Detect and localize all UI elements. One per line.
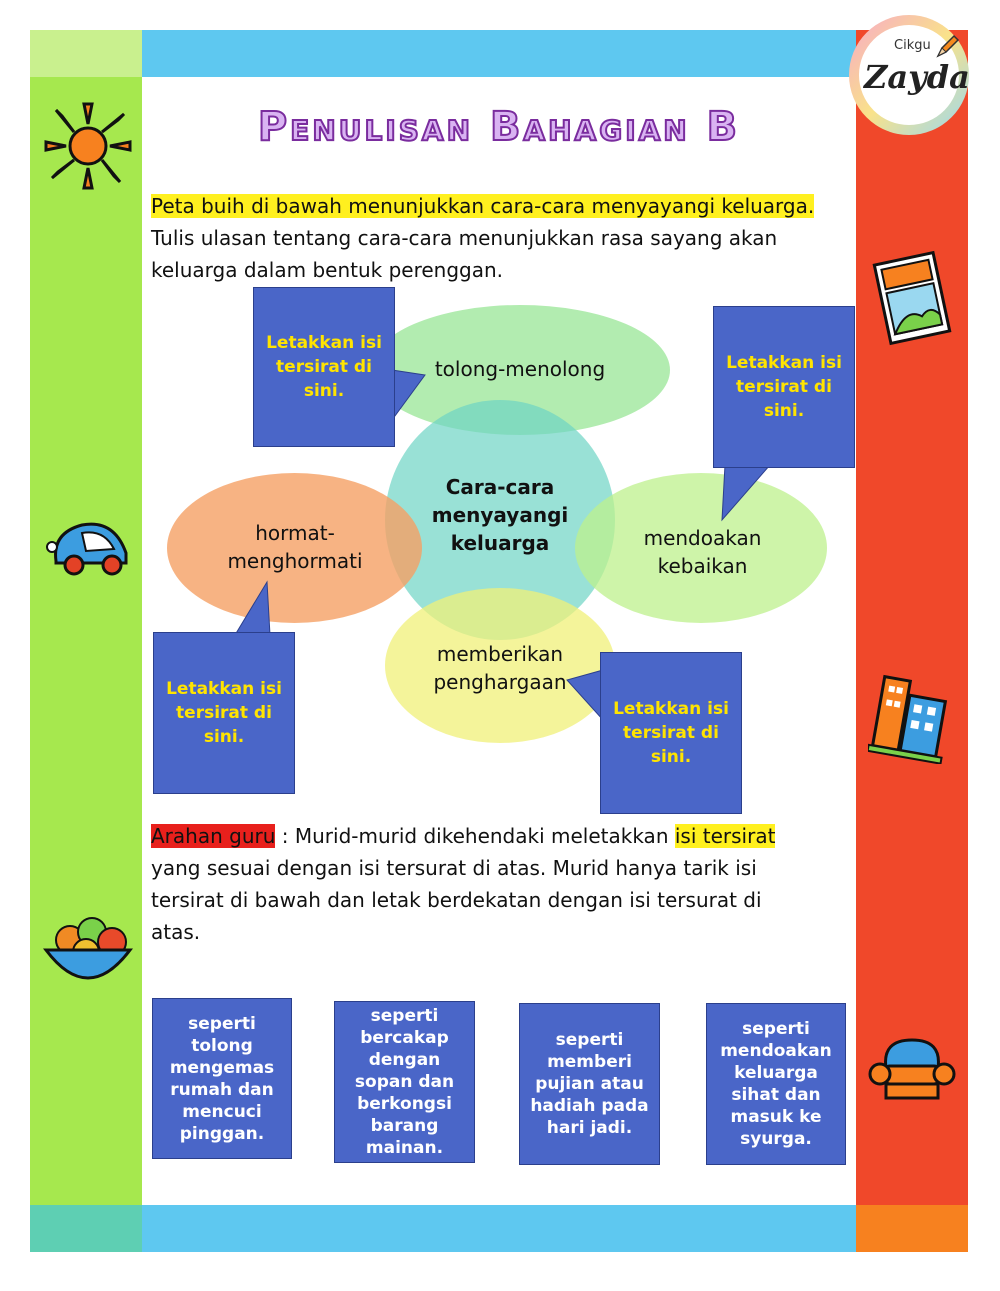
intro-highlight: Peta buih di bawah menunjukkan cara-cara… [151,194,815,218]
bottom-border-band [142,1205,856,1252]
intro-line-2: Tulis ulasan tentang cara-cara menunjukk… [151,226,778,250]
bubble-right-label: mendoakan kebaikan [610,520,795,584]
instruction-sep: : Murid-murid dikehendaki meletakkan [275,824,675,848]
bubble-top-label: tolong-menolong [434,357,606,381]
armchair-icon [868,1032,956,1110]
building-icon [866,672,956,765]
left-border-top-block [30,30,142,77]
instruction-paragraph: Arahan guru : Murid-murid dikehendaki me… [151,820,851,948]
callout-tail-bottom-left [234,580,271,636]
right-line-2: kebaikan [657,554,748,578]
instruction-line-3: tersirat di bawah dan letak berdekatan d… [151,888,762,912]
bubble-bottom-label: memberikan penghargaan [405,636,595,700]
logo-badge: Cikgu Zayda [846,12,972,138]
left-border-band [30,30,142,1252]
right-line-1: mendoakan [643,526,762,550]
center-line-2: menyayangi [431,503,569,527]
bottom-line-1: memberikan [436,642,564,666]
bubble-left [167,473,422,623]
logo-small-text: Cikgu [894,38,931,53]
left-line-1: hormat- [255,521,335,545]
bubble-center-label: Cara-cara menyayangi keluarga [410,470,590,560]
sun-icon [42,100,134,192]
bubble-left-label: hormat- menghormati [200,515,390,579]
right-border-bottom-block [856,1205,968,1252]
center-line-1: Cara-cara [445,475,555,499]
car-icon [42,515,134,580]
fruit-bowl-icon [42,910,134,990]
instruction-label: Arahan guru [151,824,276,848]
top-border-band [142,30,856,77]
instruction-line-2: yang sesuai dengan isi tersurat di atas.… [151,856,757,880]
page-title: Penulisan Bahagian B [257,103,741,151]
pencil-icon [934,34,960,64]
center-line-3: keluarga [450,531,550,555]
window-icon [868,248,956,348]
left-border-bottom-block [30,1205,142,1252]
instruction-highlight: isi tersirat [674,824,776,848]
left-line-2: menghormati [227,549,363,573]
bottom-line-2: penghargaan [433,670,567,694]
instruction-line-4: atas. [151,920,201,944]
bubble-right [575,473,827,623]
bubble-bottom [385,588,615,743]
intro-paragraph: Peta buih di bawah menunjukkan cara-cara… [151,190,851,286]
intro-line-3: keluarga dalam bentuk perenggan. [151,258,504,282]
logo-big-text: Zayda [864,58,970,96]
